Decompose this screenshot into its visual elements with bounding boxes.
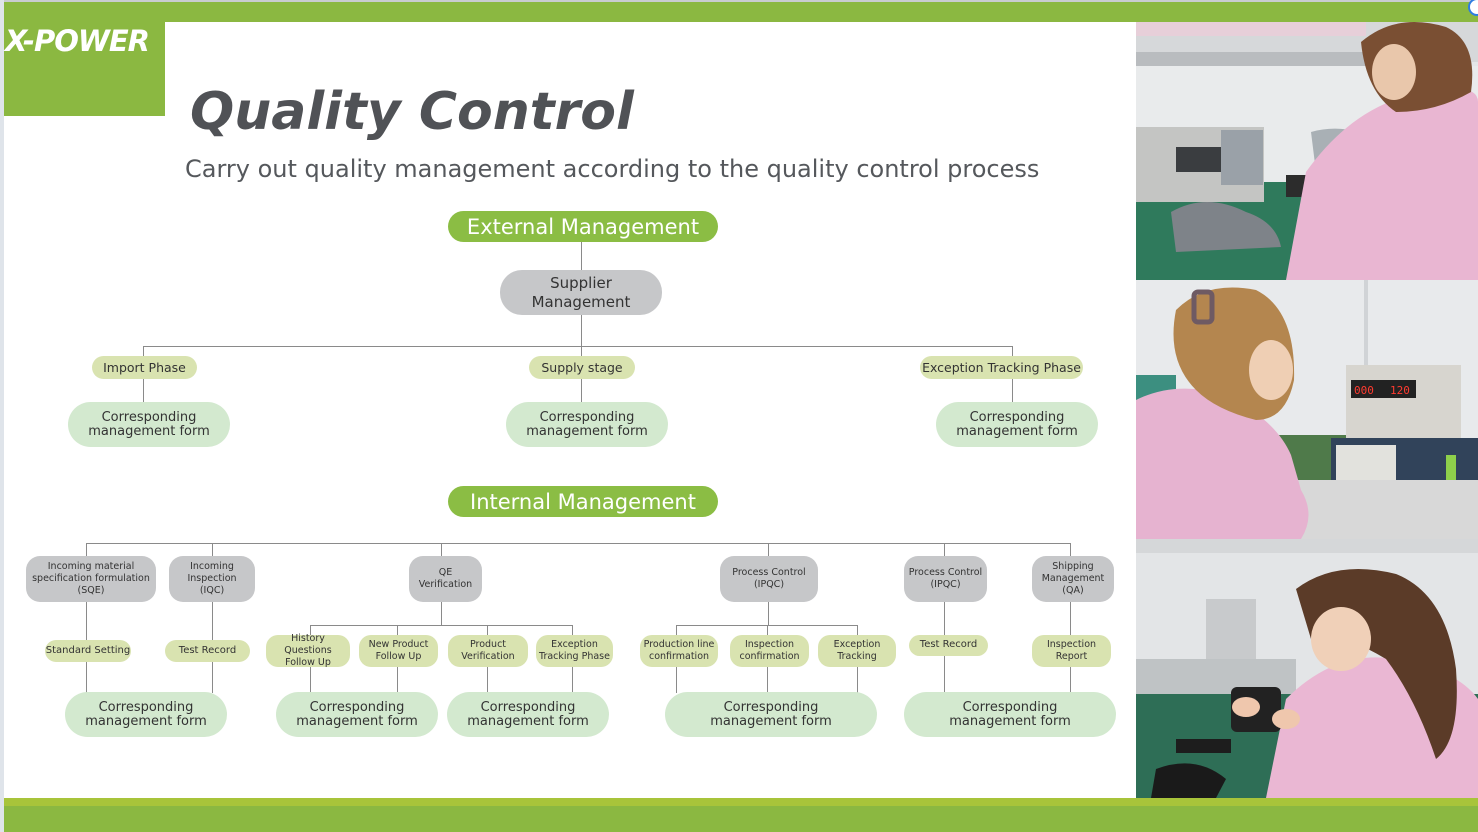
photo-column: 000 120 (1136, 22, 1478, 798)
connector (581, 241, 582, 271)
management-form-node: Corresponding management form (936, 402, 1098, 447)
bottom-accent-bar (4, 798, 1478, 832)
connector (581, 314, 582, 346)
qa-shipping-node: Shipping Management (QA) (1032, 556, 1114, 602)
exception-tracking-phase-node: Exception Tracking Phase (920, 356, 1083, 379)
connector (944, 543, 945, 693)
qe-verification-node: QE Verification (409, 556, 482, 602)
page-subtitle: Carry out quality management according t… (185, 155, 1040, 183)
internal-management-header: Internal Management (448, 486, 718, 517)
logo-panel (4, 22, 165, 116)
ipqc-node: Process Control (IPQC) (720, 556, 818, 602)
supplier-management-node: Supplier Management (500, 270, 662, 315)
inspection-confirmation-node: Inspection confirmation (730, 635, 809, 667)
standard-setting-node: Standard Setting (45, 640, 131, 662)
test-record-node-2: Test Record (909, 635, 988, 656)
management-form-node: Corresponding management form (276, 692, 438, 737)
photo-3-illustration (1136, 539, 1478, 798)
photo-technician-testing (1136, 22, 1478, 280)
brand-logo: X-POWER (5, 24, 150, 58)
product-verification-node: Product Verification (448, 635, 528, 667)
management-form-node: Corresponding management form (904, 692, 1116, 737)
import-phase-node: Import Phase (92, 356, 197, 379)
test-record-node: Test Record (165, 640, 250, 662)
production-line-node: Production line confirmation (640, 635, 718, 667)
management-form-node: Corresponding management form (665, 692, 877, 737)
exception-tracking-phase-node: Exception Tracking Phase (536, 635, 613, 667)
management-form-node: Corresponding management form (65, 692, 227, 737)
photo-2-illustration: 000 120 (1136, 280, 1478, 539)
exception-tracking-node: Exception Tracking (818, 635, 896, 667)
photo-device-assembly (1136, 539, 1478, 798)
connector (86, 543, 87, 693)
connector (86, 543, 1071, 544)
connector (212, 543, 213, 693)
window-edge (0, 0, 4, 832)
connector (310, 625, 573, 626)
new-product-node: New Product Follow Up (359, 635, 438, 667)
external-management-header: External Management (448, 211, 718, 242)
management-form-node: Corresponding management form (447, 692, 609, 737)
top-accent-bar (4, 0, 1478, 22)
history-questions-node: History Questions Follow Up (266, 633, 350, 668)
power-supply-current-readout: 120 (1390, 384, 1410, 397)
iqc-node: Incoming Inspection (IQC) (169, 556, 255, 602)
inspection-report-node: Inspection Report (1032, 635, 1111, 667)
management-form-node: Corresponding management form (506, 402, 668, 447)
management-form-node: Corresponding management form (68, 402, 230, 447)
ipqc-node-2: Process Control (IPQC) (904, 556, 987, 602)
connector (1070, 543, 1071, 693)
bottom-bar-highlight (4, 798, 1478, 806)
power-supply-voltage-readout: 000 (1354, 384, 1374, 397)
photo-1-illustration (1136, 22, 1478, 280)
connector (143, 346, 1013, 347)
sqe-node: Incoming material specification formulat… (26, 556, 156, 602)
window-corner-indicator[interactable] (1468, 0, 1478, 16)
photo-power-supply-test: 000 120 (1136, 280, 1478, 539)
supply-stage-node: Supply stage (529, 356, 635, 379)
page-title: Quality Control (190, 82, 634, 142)
